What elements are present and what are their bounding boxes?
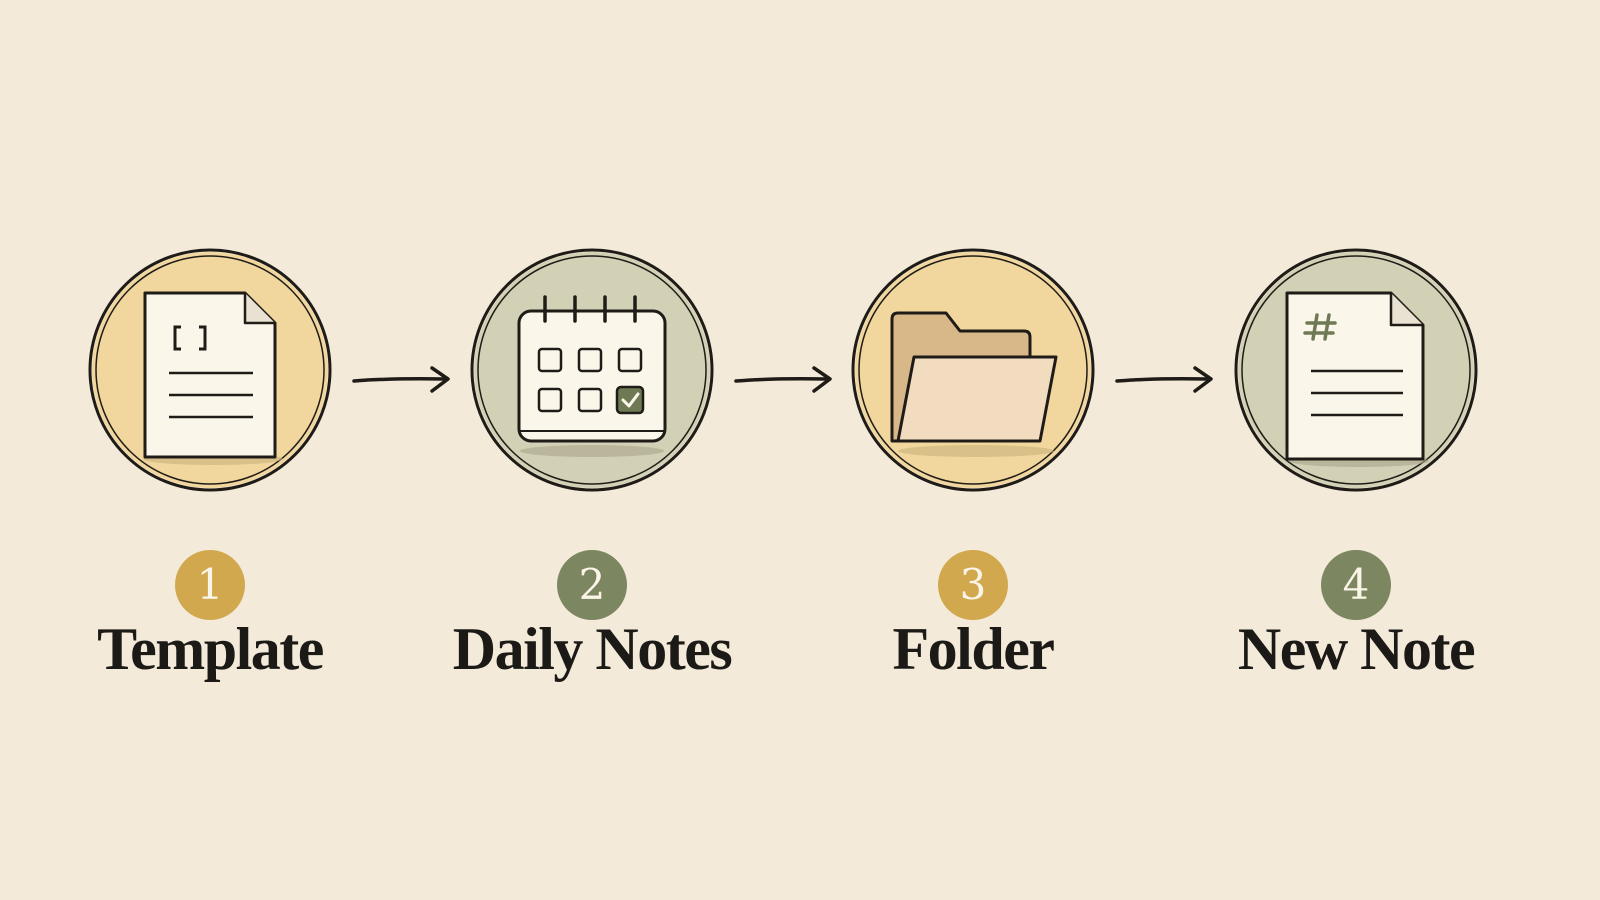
step-circle xyxy=(467,245,717,495)
step-label: Folder xyxy=(892,616,1055,682)
arrow-right-icon xyxy=(734,360,844,400)
folder-icon xyxy=(851,248,1095,492)
template-document-icon xyxy=(88,248,332,492)
step-number-badge: 2 xyxy=(557,550,627,620)
calendar-icon xyxy=(470,248,714,492)
step-folder: 3 Folder xyxy=(848,245,1098,705)
arrow-right-icon xyxy=(1115,360,1225,400)
step-number-badge: 1 xyxy=(175,550,245,620)
step-label: Daily Notes xyxy=(452,616,733,682)
arrow-right-icon xyxy=(352,360,462,400)
step-circle xyxy=(1231,245,1481,495)
step-template: 1 Template xyxy=(85,245,335,705)
new-note-icon xyxy=(1234,248,1478,492)
step-number-badge: 4 xyxy=(1321,550,1391,620)
step-circle xyxy=(848,245,1098,495)
step-daily-notes: 2 Daily Notes xyxy=(453,245,733,705)
step-circle xyxy=(85,245,335,495)
step-number-badge: 3 xyxy=(938,550,1008,620)
step-label: Template xyxy=(97,616,324,682)
step-new-note: 4 New Note xyxy=(1231,245,1481,705)
step-label: New Note xyxy=(1237,616,1476,682)
